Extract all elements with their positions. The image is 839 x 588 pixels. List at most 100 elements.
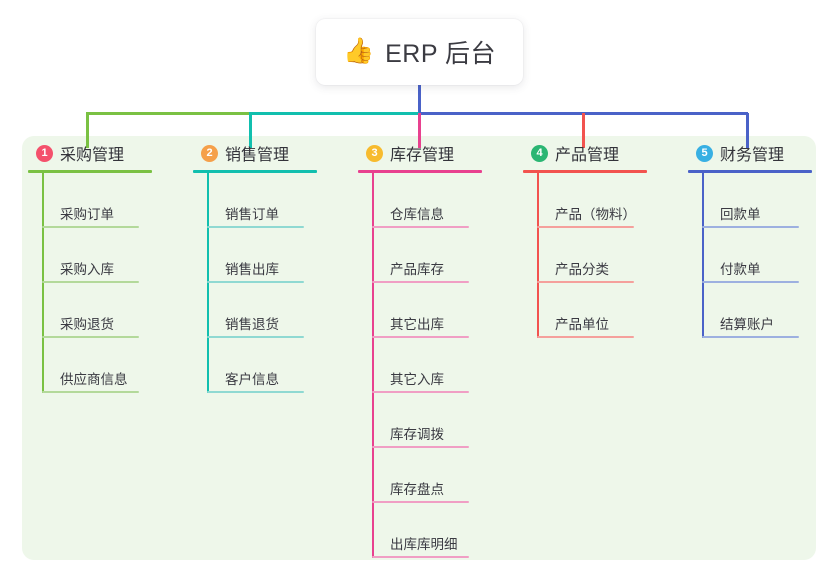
branch-header-1[interactable]: 1 采购管理 [22,136,187,170]
branch-item[interactable]: 仓库信息 [358,173,517,228]
branch-columns: 1 采购管理采购订单采购入库采购退货供应商信息 2 销售管理销售订单销售出库销售退货客… [22,136,816,560]
branch-items-5: 回款单付款单结算账户 [688,173,839,338]
branch-item[interactable]: 库存盘点 [358,448,517,503]
branch-item-rule [537,336,634,338]
branch-item[interactable]: 客户信息 [193,338,352,393]
branch-item-rule [207,226,304,228]
branch-item-label: 销售退货 [225,317,279,333]
branch-spine-5 [702,173,704,338]
branch-header-rule-3 [358,170,482,173]
branch-item-label: 采购退货 [60,317,114,333]
branch-item-rule [372,336,469,338]
branch-item-rule [207,336,304,338]
branch-header-rule-4 [523,170,647,173]
branch-item-label: 其它入库 [390,372,444,388]
branch-item[interactable]: 其它入库 [358,338,517,393]
branch-item[interactable]: 销售订单 [193,173,352,228]
branch-item-label: 回款单 [720,207,761,223]
branch-item-label: 销售出库 [225,262,279,278]
branch-item-rule [372,391,469,393]
branch-item[interactable]: 采购退货 [28,283,187,338]
branch-title-4: 产品管理 [555,147,620,164]
branch-spine-4 [537,173,539,338]
branch-item-label: 产品库存 [390,262,444,278]
root-node-erp-backend[interactable]: 👍 ERP 后台 [316,19,523,85]
branch-item-label: 其它出库 [390,317,444,333]
branch-title-1: 采购管理 [60,147,125,164]
branch-badge-4: 4 [531,144,548,162]
branch-column-5: 5 财务管理回款单付款单结算账户 [682,136,839,560]
branch-item-rule [702,336,799,338]
branch-items-2: 销售订单销售出库销售退货客户信息 [193,173,352,393]
branch-item-label: 结算账户 [720,317,774,333]
branch-item[interactable]: 产品单位 [523,283,682,338]
branch-column-3: 3 库存管理仓库信息产品库存其它出库其它入库库存调拨库存盘点出库库明细 [352,136,517,560]
branch-item-label: 库存盘点 [390,482,444,498]
branch-item-rule [42,336,139,338]
branch-item-label: 产品分类 [555,262,609,278]
branch-title-5: 财务管理 [720,147,785,164]
branch-item-rule [42,226,139,228]
branch-column-4: 4 产品管理产品（物料） 产品分类产品单位 [517,136,682,560]
branch-item-label: 产品（物料） [555,207,636,223]
branch-header-2[interactable]: 2 销售管理 [187,136,352,170]
branch-header-3[interactable]: 3 库存管理 [352,136,517,170]
branch-item-label: 供应商信息 [60,372,128,388]
branch-item[interactable]: 付款单 [688,228,839,283]
branch-item-label: 付款单 [720,262,761,278]
branch-item[interactable]: 供应商信息 [28,338,187,393]
branch-item-label: 销售订单 [225,207,279,223]
branch-spine-2 [207,173,209,393]
thumbs-up-icon: 👍 [342,36,375,65]
branch-spine-3 [372,173,374,558]
branch-badge-5: 5 [696,144,713,162]
branch-item-rule [702,281,799,283]
branch-item-label: 客户信息 [225,372,279,388]
branch-item-rule [372,501,469,503]
branch-item-label: 产品单位 [555,317,609,333]
branch-title-2: 销售管理 [225,147,290,164]
branch-header-rule-5 [688,170,812,173]
branch-badge-1: 1 [36,144,53,162]
branch-badge-2: 2 [201,144,218,162]
branch-item-rule [207,391,304,393]
branch-items-3: 仓库信息产品库存其它出库其它入库库存调拨库存盘点出库库明细 [358,173,517,558]
branch-header-5[interactable]: 5 财务管理 [682,136,839,170]
branch-item[interactable]: 采购订单 [28,173,187,228]
branch-item-label: 仓库信息 [390,207,444,223]
branch-item[interactable]: 销售退货 [193,283,352,338]
branch-item-label: 采购入库 [60,262,114,278]
branch-items-1: 采购订单采购入库采购退货供应商信息 [28,173,187,393]
branch-item-rule [372,556,469,558]
branch-item[interactable]: 产品库存 [358,228,517,283]
branch-badge-3: 3 [366,144,383,162]
branch-item-rule [537,226,634,228]
branch-item[interactable]: 回款单 [688,173,839,228]
branch-column-1: 1 采购管理采购订单采购入库采购退货供应商信息 [22,136,187,560]
branch-item[interactable]: 其它出库 [358,283,517,338]
branch-item[interactable]: 销售出库 [193,228,352,283]
branch-header-4[interactable]: 4 产品管理 [517,136,682,170]
branch-title-3: 库存管理 [390,147,455,164]
branch-item-rule [372,446,469,448]
branch-item-rule [207,281,304,283]
branch-item[interactable]: 结算账户 [688,283,839,338]
branch-item[interactable]: 产品分类 [523,228,682,283]
branch-column-2: 2 销售管理销售订单销售出库销售退货客户信息 [187,136,352,560]
root-node-title: ERP 后台 [385,40,497,68]
branch-header-rule-2 [193,170,317,173]
branch-item-rule [372,226,469,228]
branch-item[interactable]: 产品（物料） [523,173,682,228]
branch-item-rule [702,226,799,228]
branch-item-label: 出库库明细 [390,537,458,553]
branch-items-4: 产品（物料） 产品分类产品单位 [523,173,682,338]
branch-item[interactable]: 采购入库 [28,228,187,283]
branch-item-rule [42,391,139,393]
branch-item[interactable]: 库存调拨 [358,393,517,448]
branch-item-label: 采购订单 [60,207,114,223]
branch-item-label: 库存调拨 [390,427,444,443]
branch-item-rule [372,281,469,283]
branch-spine-1 [42,173,44,393]
branch-item[interactable]: 出库库明细 [358,503,517,558]
